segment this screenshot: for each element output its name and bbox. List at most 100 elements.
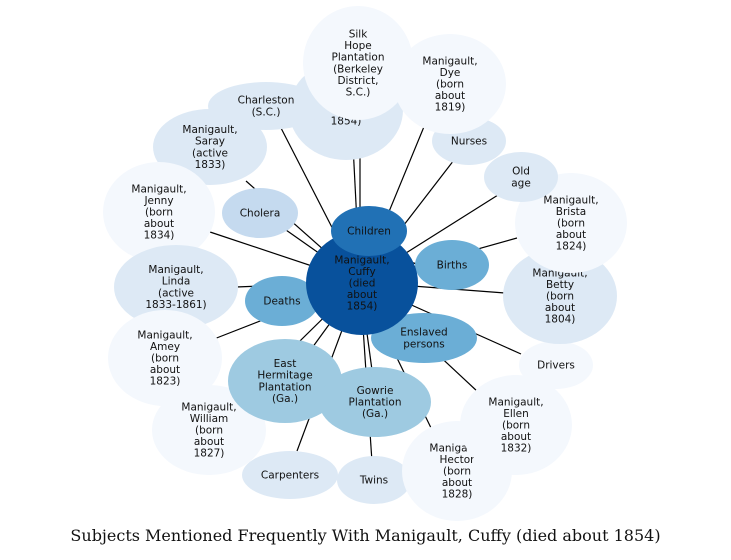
node-east-hermitage-label-line: Plantation xyxy=(258,381,311,393)
node-children-shape xyxy=(331,206,407,256)
node-betty-label-line: (born xyxy=(546,291,574,303)
node-cholera[interactable]: Cholera xyxy=(222,188,298,238)
node-drivers-shape xyxy=(519,341,593,389)
node-center-shape xyxy=(306,231,418,335)
node-william-label-line: 1827) xyxy=(194,448,225,460)
node-twins-label: Twins xyxy=(359,475,388,487)
node-ellen-label-line: (born xyxy=(502,420,530,432)
node-twins[interactable]: Twins xyxy=(337,456,411,504)
node-saray-label-line: (active xyxy=(192,147,228,159)
node-cholera-shape xyxy=(222,188,298,238)
node-drivers-label-line: Drivers xyxy=(537,360,575,372)
node-center-label-line: 1854) xyxy=(347,301,378,313)
node-brista-label-line: Brista xyxy=(556,206,586,218)
node-ellen-label-line: 1832) xyxy=(501,443,532,455)
node-brista-label-line: 1824) xyxy=(556,241,587,253)
node-jenny-label-line: (born xyxy=(145,207,173,219)
node-amey-label-line: Manigault, xyxy=(137,329,192,341)
node-births[interactable]: Births xyxy=(415,240,489,290)
node-jenny-label-line: 1834) xyxy=(144,230,175,242)
node-brista-label-line: about xyxy=(556,229,586,241)
node-silk-hope-label-line: (Berkeley xyxy=(333,63,383,75)
node-nurses-label: Nurses xyxy=(451,136,487,148)
node-children[interactable]: Children xyxy=(331,206,407,256)
node-linda-label-line: Manigault, xyxy=(148,264,203,276)
node-deaths[interactable]: Deaths xyxy=(245,276,319,326)
node-center-label-line: Cuffy xyxy=(348,266,375,278)
node-silk-hope-label-line: S.C.) xyxy=(346,87,371,99)
node-ellen-label-line: Manigault, xyxy=(488,396,543,408)
node-dye-label-line: about xyxy=(435,90,465,102)
node-betty-label-line: Betty xyxy=(546,279,574,291)
node-carpenters[interactable]: Carpenters xyxy=(242,451,338,499)
node-jenny-label-line: Manigault, xyxy=(131,183,186,195)
node-william-label-line: about xyxy=(194,436,224,448)
node-saray-label-line: Manigault, xyxy=(182,124,237,136)
node-silk-hope-label-line: Silk xyxy=(349,29,368,41)
node-charleston-label: Charleston(S.C.) xyxy=(238,95,295,119)
node-enslaved-label-line: Enslaved xyxy=(400,327,447,339)
node-enslaved-label-line: persons xyxy=(403,338,444,350)
node-amey-shape xyxy=(108,310,222,406)
node-gowrie-label-line: (Ga.) xyxy=(362,408,388,420)
node-william-label-line: Manigault, xyxy=(181,401,236,413)
node-linda-label-line: 1833-1861) xyxy=(145,299,206,311)
node-amey-label-line: about xyxy=(150,364,180,376)
node-twins-shape xyxy=(337,456,411,504)
node-carpenters-label: Carpenters xyxy=(261,470,319,482)
node-births-label-line: Births xyxy=(437,260,468,272)
node-linda-shape xyxy=(114,245,238,329)
node-gowrie-shape xyxy=(319,367,431,437)
node-charleston-label-line: (S.C.) xyxy=(252,106,281,118)
node-ellen-label-line: Ellen xyxy=(503,408,529,420)
node-east-hermitage-label-line: (Ga.) xyxy=(272,393,298,405)
node-brista-label-line: (born xyxy=(557,218,585,230)
node-drivers[interactable]: Drivers xyxy=(519,341,593,389)
node-charleston-label-line: Charleston xyxy=(238,95,295,107)
node-center-label-line: (died xyxy=(349,278,376,290)
node-linda-label-line: (active xyxy=(158,287,194,299)
node-cholera-label: Cholera xyxy=(240,208,281,220)
node-dye-label-line: Dye xyxy=(440,67,461,79)
node-ellen-shape xyxy=(460,375,572,475)
node-dye-shape xyxy=(394,34,506,134)
node-center-label-line: Manigault, xyxy=(334,254,389,266)
node-william-shape xyxy=(152,385,266,475)
node-amey-label-line: (born xyxy=(151,353,179,365)
node-linda-label-line: Linda xyxy=(162,276,191,288)
node-twins-label-line: Twins xyxy=(359,475,388,487)
node-gowrie-label-line: Plantation xyxy=(348,397,401,409)
node-carpenters-label-line: Carpenters xyxy=(261,470,319,482)
node-nurses-label-line: Nurses xyxy=(451,136,487,148)
node-saray-shape xyxy=(153,109,267,185)
node-drivers-label: Drivers xyxy=(537,360,575,372)
node-deaths-label-line: Deaths xyxy=(263,296,300,308)
node-births-shape xyxy=(415,240,489,290)
node-saray-label-line: Saray xyxy=(195,136,225,148)
